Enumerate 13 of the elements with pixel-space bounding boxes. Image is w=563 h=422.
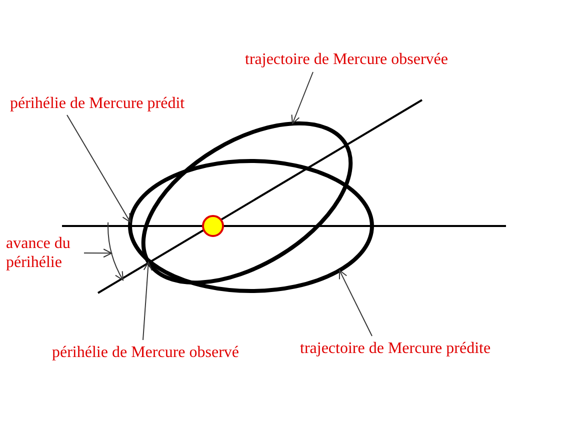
callout-label: avance du périhélie bbox=[6, 234, 92, 272]
orbit-ellipse bbox=[142, 122, 352, 284]
leader-line bbox=[142, 262, 152, 340]
leader-line bbox=[66, 114, 131, 223]
leader-line bbox=[291, 72, 314, 124]
angle-arc bbox=[108, 222, 124, 281]
leader-line bbox=[338, 270, 372, 336]
callout-label: trajectoire de Mercure prédite bbox=[300, 339, 491, 358]
orbit-ellipse bbox=[128, 159, 374, 293]
callout-label: trajectoire de Mercure observée bbox=[245, 50, 448, 69]
leader-line bbox=[84, 248, 112, 258]
callout-label: périhélie de Mercure observé bbox=[52, 343, 240, 362]
callout-label: périhélie de Mercure prédit bbox=[10, 94, 185, 113]
